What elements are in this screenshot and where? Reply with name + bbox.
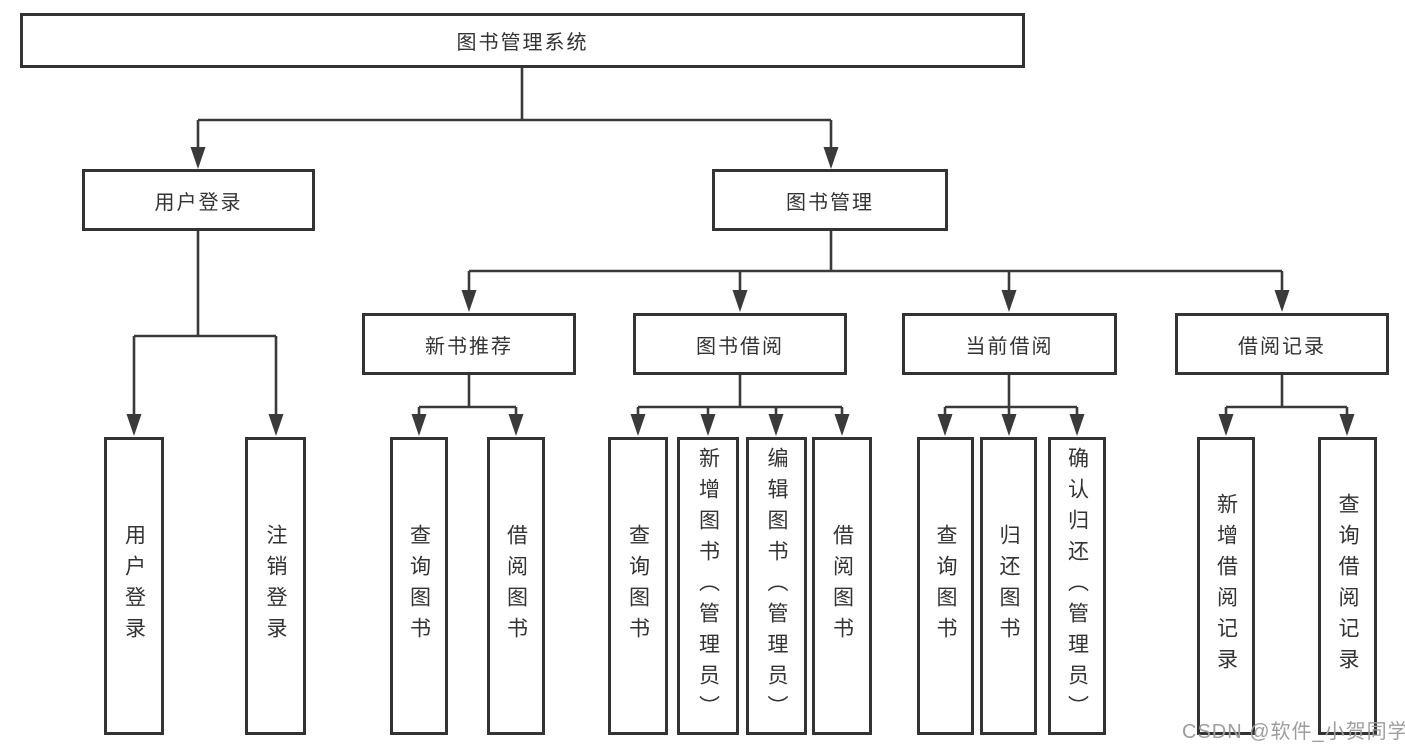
arrowhead-icons — [126, 147, 1355, 436]
node-borrow-records-label: 借阅记录 — [1238, 335, 1326, 358]
leaf-confirm-return-admin-label: 确认归还（管理员） — [1065, 446, 1089, 726]
leaf-add-borrow-record: 新增借阅记录 — [1197, 437, 1255, 735]
leaf-logout-label: 注销登录 — [264, 524, 287, 648]
leaf-logout: 注销登录 — [245, 437, 306, 735]
node-user-login-label: 用户登录 — [154, 191, 243, 214]
leaf-add-books-admin: 新增图书（管理员） — [677, 437, 739, 735]
node-root-label: 图书管理系统 — [456, 32, 589, 54]
leaf-confirm-return-admin: 确认归还（管理员） — [1048, 437, 1106, 735]
leaf-borrow-books-label: 借阅图书 — [830, 524, 854, 648]
node-book-borrow: 图书借阅 — [633, 313, 847, 375]
leaf-user-login: 用户登录 — [104, 437, 164, 735]
leaf-return-books: 归还图书 — [980, 437, 1037, 735]
leaf-recommend-borrow-books-label: 借阅图书 — [504, 524, 528, 648]
leaf-borrow-books: 借阅图书 — [812, 437, 872, 735]
leaf-recommend-query-books-label: 查询图书 — [407, 524, 431, 648]
leaf-edit-books-admin-label: 编辑图书（管理员） — [765, 446, 788, 726]
leaf-user-login-label: 用户登录 — [122, 524, 146, 648]
leaf-recommend-borrow-books: 借阅图书 — [487, 437, 545, 735]
node-root: 图书管理系统 — [20, 13, 1025, 68]
leaf-add-borrow-record-label: 新增借阅记录 — [1214, 493, 1238, 679]
leaf-recommend-query-books: 查询图书 — [390, 437, 448, 735]
leaf-borrow-query-books-label: 查询图书 — [626, 524, 650, 648]
leaf-borrow-query-books: 查询图书 — [608, 437, 668, 735]
node-book-management: 图书管理 — [712, 169, 948, 231]
leaf-current-query-books-label: 查询图书 — [934, 524, 957, 648]
watermark: CSDN @软件_小贺同学 — [1182, 721, 1405, 743]
node-user-login: 用户登录 — [82, 169, 315, 231]
leaf-current-query-books: 查询图书 — [917, 437, 974, 735]
node-book-management-label: 图书管理 — [786, 191, 874, 214]
node-borrow-records: 借阅记录 — [1175, 313, 1389, 375]
node-current-borrow-label: 当前借阅 — [965, 335, 1054, 358]
node-new-book-recommend: 新书推荐 — [362, 313, 576, 375]
node-current-borrow: 当前借阅 — [902, 313, 1117, 375]
node-new-book-recommend-label: 新书推荐 — [425, 335, 513, 358]
node-book-borrow-label: 图书借阅 — [696, 335, 784, 358]
leaf-add-books-admin-label: 新增图书（管理员） — [696, 446, 720, 726]
leaf-query-borrow-record: 查询借阅记录 — [1318, 437, 1377, 735]
leaf-edit-books-admin: 编辑图书（管理员） — [746, 437, 807, 735]
leaf-query-borrow-record-label: 查询借阅记录 — [1336, 493, 1359, 679]
leaf-return-books-label: 归还图书 — [997, 524, 1020, 648]
